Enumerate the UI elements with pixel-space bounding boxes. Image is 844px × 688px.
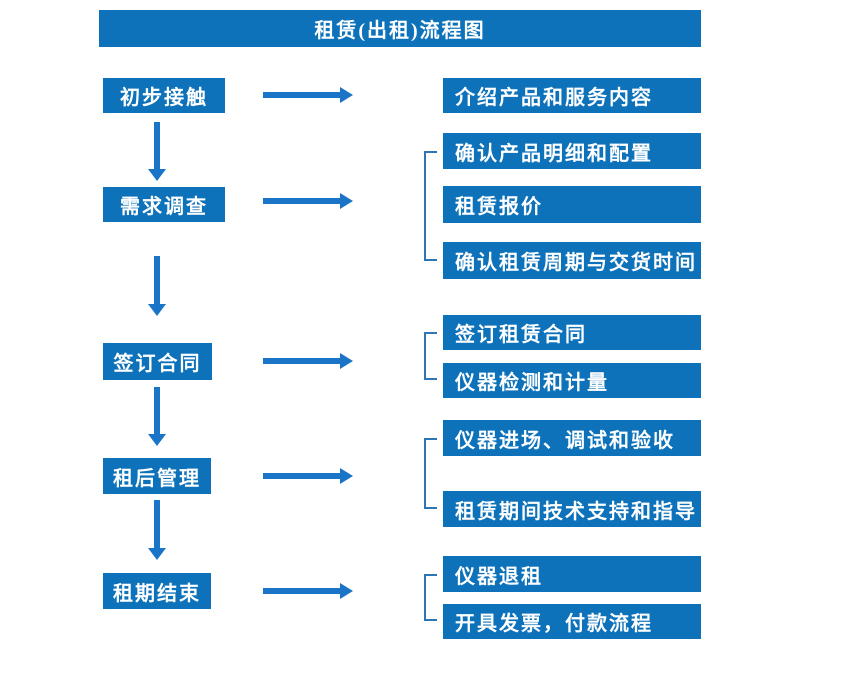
detail-box-tech-support: 租赁期间技术支持和指导 [443,491,701,527]
arrow-head-icon [340,353,353,369]
stage-box-demand-survey: 需求调查 [103,187,225,222]
flowchart-title: 租赁(出租)流程图 [99,10,701,47]
bracket-stage4-details [424,438,437,509]
arrow-shaft [263,588,340,594]
detail-box-instrument-return: 仪器退租 [443,556,701,592]
detail-box-instrument-setup-acceptance: 仪器进场、调试和验收 [443,420,701,456]
arrow-shaft [263,92,340,98]
arrow-stage3-to-details [263,353,353,369]
arrow-head-icon [340,583,353,599]
stage-box-initial-contact: 初步接触 [103,78,225,113]
bracket-stage3-details [424,332,437,380]
arrow-shaft [154,500,160,548]
stage-box-post-rental-management: 租后管理 [103,458,211,494]
stage-box-sign-contract: 签订合同 [103,343,212,380]
stage-box-rental-end: 租期结束 [103,573,211,609]
detail-box-instrument-testing: 仪器检测和计量 [443,363,701,398]
detail-box-confirm-period-delivery: 确认租赁周期与交货时间 [443,242,701,279]
arrow-shaft [154,122,160,169]
arrow-head-icon [148,548,166,560]
arrow-shaft [263,358,340,364]
arrow-shaft [263,198,340,204]
arrow-shaft [154,387,160,434]
arrow-shaft [154,256,160,304]
arrow-head-icon [148,304,166,316]
arrow-stage4-to-details [263,468,353,484]
detail-box-confirm-product-details: 确认产品明细和配置 [443,133,701,169]
bracket-stage5-details [424,574,437,621]
detail-box-introduce-products: 介绍产品和服务内容 [443,78,701,113]
detail-box-invoice-payment: 开具发票，付款流程 [443,604,701,639]
arrow-stage4-to-stage5 [148,500,166,560]
arrow-stage3-to-stage4 [148,387,166,446]
arrow-stage1-to-stage2 [148,122,166,181]
detail-box-rental-quote: 租赁报价 [443,186,701,223]
arrow-stage2-to-details [263,193,353,209]
detail-box-sign-rental-contract: 签订租赁合同 [443,315,701,350]
arrow-stage1-to-details [263,87,353,103]
bracket-stage2-details [424,151,437,261]
arrow-head-icon [340,193,353,209]
arrow-stage2-to-stage3 [148,256,166,316]
arrow-head-icon [148,169,166,181]
arrow-head-icon [340,468,353,484]
arrow-shaft [263,473,340,479]
arrow-head-icon [340,87,353,103]
arrow-stage5-to-details [263,583,353,599]
arrow-head-icon [148,434,166,446]
